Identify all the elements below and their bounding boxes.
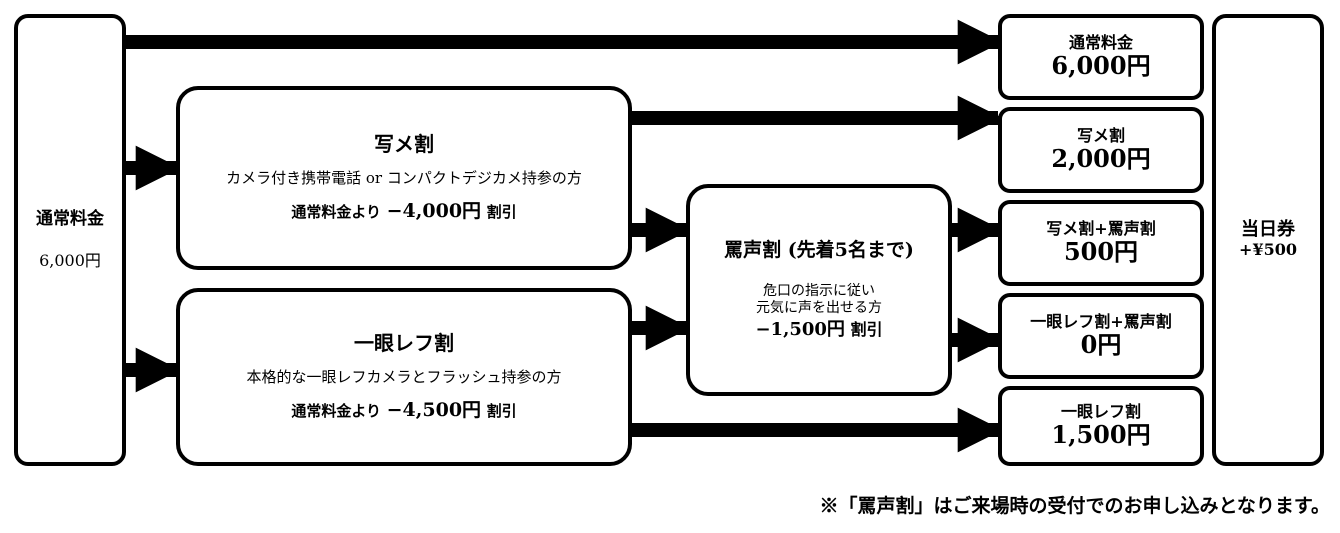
slr-discount-prefix: 通常料金より (291, 402, 382, 421)
shame-discount-box: 写メ割 カメラ付き携帯電話 or コンパクトデジカメ持参の方 通常料金より −4… (176, 86, 632, 270)
result-box-shame: 写メ割 2,000円 (998, 107, 1204, 193)
result-label: 写メ割 (1076, 126, 1125, 145)
abuse-discount-box: 罵声割 (先着5名まで) 危口の指示に従い 元気に声を出せる方 −1,500円 … (686, 184, 952, 396)
slr-discount-value: −4,500円 (386, 399, 482, 422)
abuse-discount-condition-1: 危口の指示に従い (763, 283, 875, 300)
result-price: 2,000円 (1051, 144, 1151, 174)
shame-discount-title: 写メ割 (374, 131, 434, 156)
shame-discount-value: −4,000円 (386, 200, 482, 223)
result-price: 500円 (1063, 237, 1139, 267)
slr-discount-amount: 通常料金より −4,500円 割引 (291, 399, 517, 422)
result-label: 一眼レフ割+罵声割 (1030, 312, 1172, 331)
regular-price-value: 6,000円 (39, 250, 101, 270)
slr-discount-title: 一眼レフ割 (354, 330, 454, 355)
slr-discount-box: 一眼レフ割 本格的な一眼レフカメラとフラッシュ持参の方 通常料金より −4,50… (176, 288, 632, 466)
day-ticket-box: 当日券 +¥500 (1212, 14, 1324, 466)
day-ticket-surcharge: +¥500 (1239, 240, 1297, 260)
result-box-regular: 通常料金 6,000円 (998, 14, 1204, 100)
regular-price-title: 通常料金 (36, 209, 104, 230)
result-label: 写メ割+罵声割 (1046, 219, 1156, 238)
shame-discount-prefix: 通常料金より (291, 203, 382, 222)
result-price: 0円 (1080, 330, 1122, 360)
result-box-slr-abuse: 一眼レフ割+罵声割 0円 (998, 293, 1204, 379)
regular-price-box: 通常料金 6,000円 (14, 14, 126, 466)
reception-note: ※「罵声割」はご来場時の受付でのお申し込みとなります。 (819, 495, 1330, 517)
abuse-discount-title: 罵声割 (先着5名まで) (724, 238, 914, 261)
result-price: 1,500円 (1051, 420, 1151, 450)
result-price: 6,000円 (1051, 51, 1151, 81)
shame-discount-suffix: 割引 (486, 203, 517, 222)
result-label: 一眼レフ割 (1060, 402, 1141, 421)
result-label: 通常料金 (1068, 33, 1133, 52)
day-ticket-title: 当日券 (1241, 219, 1295, 241)
abuse-discount-condition-2: 元気に声を出せる方 (756, 299, 882, 316)
shame-discount-amount: 通常料金より −4,000円 割引 (291, 200, 517, 223)
slr-discount-suffix: 割引 (486, 402, 517, 421)
result-box-slr: 一眼レフ割 1,500円 (998, 386, 1204, 466)
result-box-shame-abuse: 写メ割+罵声割 500円 (998, 200, 1204, 286)
shame-discount-condition: カメラ付き携帯電話 or コンパクトデジカメ持参の方 (226, 168, 582, 187)
abuse-discount-amount: −1,500円 割引 (755, 318, 883, 341)
abuse-discount-value: −1,500円 (755, 318, 845, 340)
slr-discount-condition: 本格的な一眼レフカメラとフラッシュ持参の方 (246, 367, 562, 386)
abuse-discount-suffix: 割引 (850, 319, 883, 339)
